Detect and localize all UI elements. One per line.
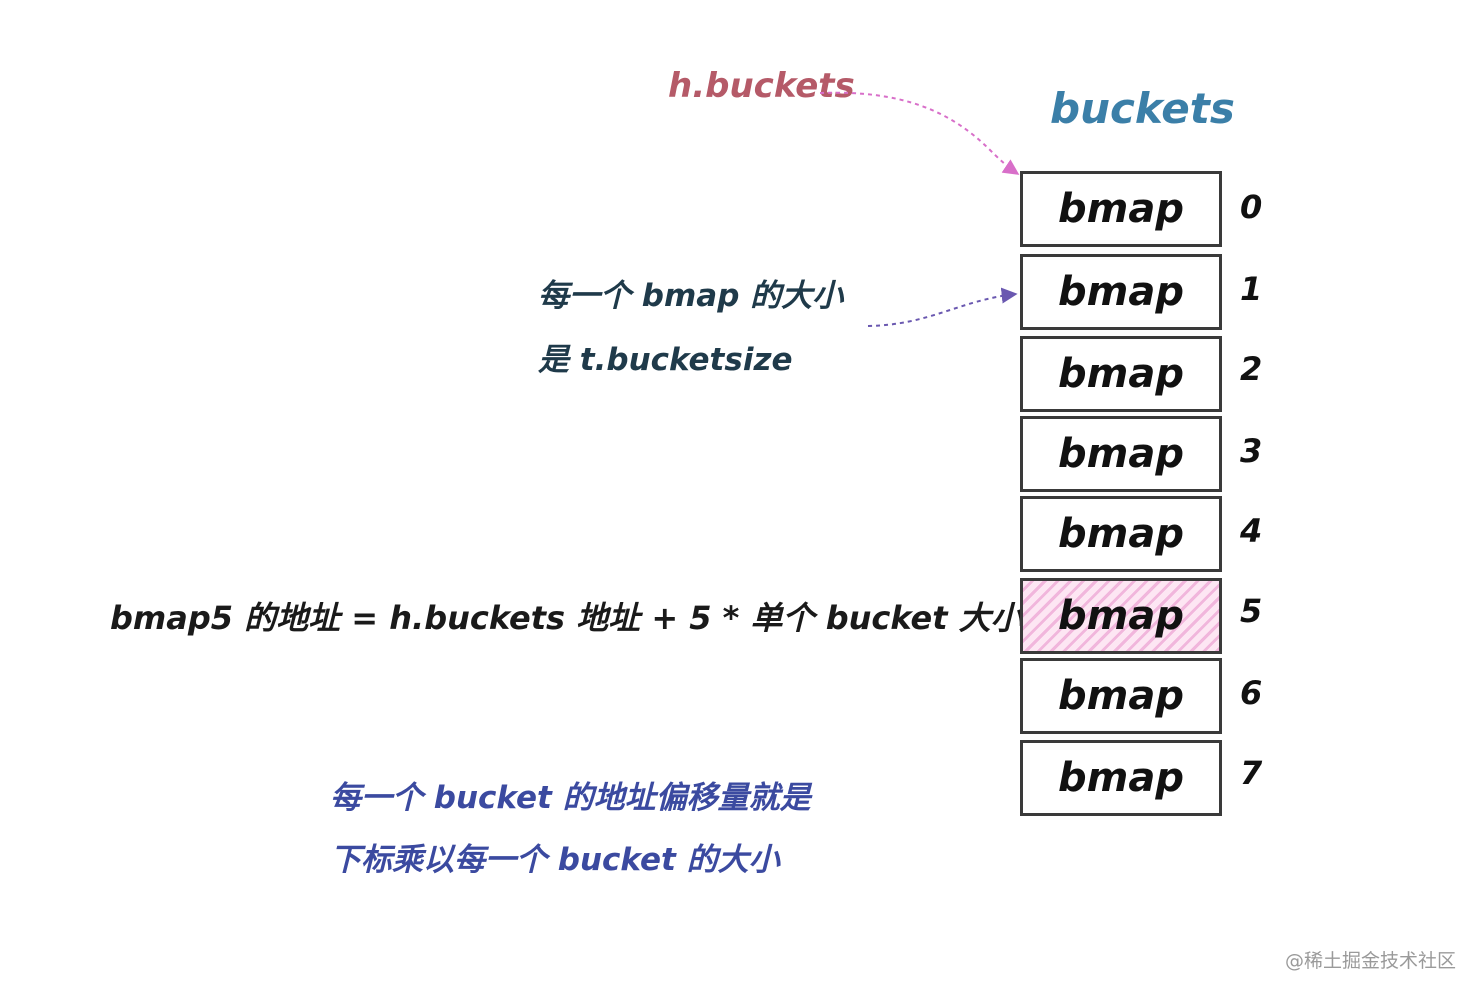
bucket-index-0: 0	[1240, 188, 1263, 226]
bucket-index-5: 5	[1240, 592, 1263, 630]
bucket-cell-7: bmap	[1020, 740, 1222, 816]
offset-note-line2: 下标乘以每一个 bucket 的大小	[330, 842, 780, 878]
bucket-cell-1: bmap	[1020, 254, 1222, 330]
bucket-cell-3: bmap	[1020, 416, 1222, 492]
bmap-size-note-line1: 每一个 bmap 的大小	[538, 278, 844, 314]
bucket-index-3: 3	[1240, 432, 1263, 470]
bucket-index-1: 1	[1240, 270, 1263, 308]
bucket-cell-2: bmap	[1020, 336, 1222, 412]
bucket-cell-5: bmap	[1020, 578, 1222, 654]
bucket-index-2: 2	[1240, 350, 1263, 388]
bucket-index-7: 7	[1240, 754, 1263, 792]
buckets-title: buckets	[1050, 84, 1235, 133]
bucket-cell-4: bmap	[1020, 496, 1222, 572]
bucket-index-4: 4	[1240, 512, 1263, 550]
bmap5-address-formula: bmap5 的地址 = h.buckets 地址 + 5 * 单个 bucket…	[110, 599, 1023, 637]
offset-note-line1: 每一个 bucket 的地址偏移量就是	[330, 780, 811, 816]
watermark: @稀土掘金技术社区	[1284, 950, 1456, 972]
h-buckets-arrow	[819, 91, 1020, 175]
bmap-size-note-line2: 是 t.bucketsize	[538, 342, 793, 378]
bucket-cell-0: bmap	[1020, 171, 1222, 247]
h-buckets-label: h.buckets	[668, 66, 855, 106]
bucket-cell-6: bmap	[1020, 658, 1222, 734]
bmap-size-arrow	[867, 287, 1018, 327]
bucket-index-6: 6	[1240, 674, 1263, 712]
